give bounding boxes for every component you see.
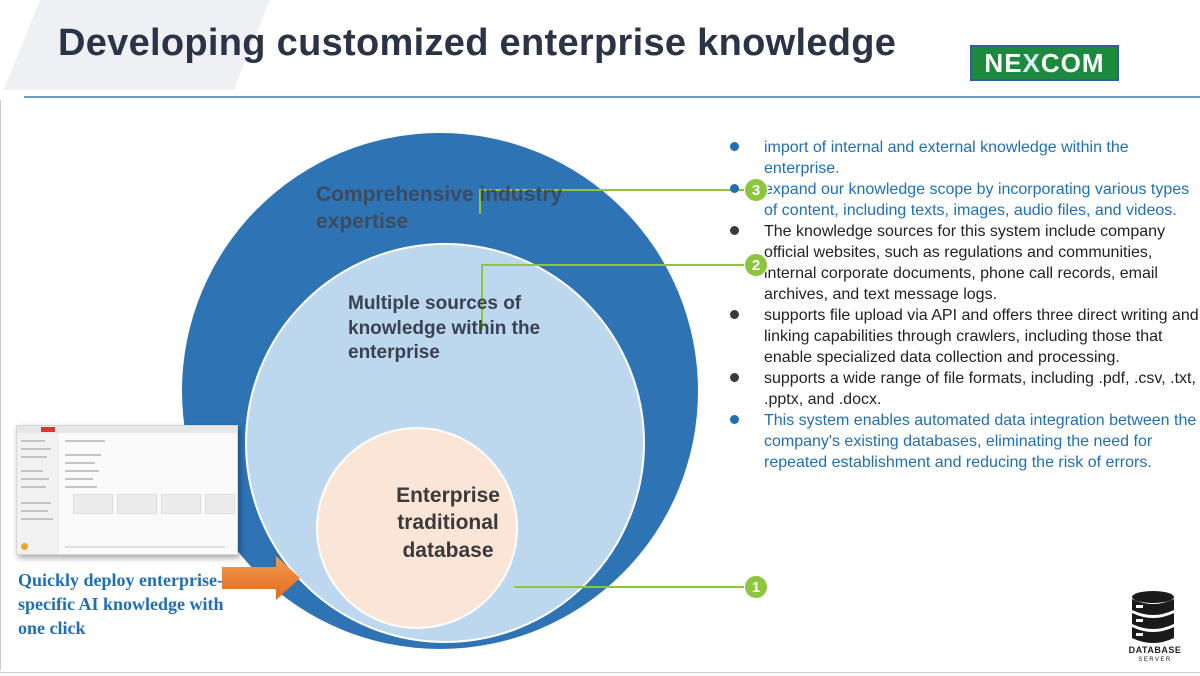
bullet-item: supports file upload via API and offers … [730, 305, 1200, 368]
orange-arrow-icon [222, 556, 300, 600]
app-screenshot-thumbnail [16, 425, 238, 555]
bullet-dot-icon [730, 310, 739, 319]
thumbnail-sidebar [17, 433, 59, 554]
database-server-icon [1132, 591, 1174, 643]
badge-1: 1 [744, 575, 768, 599]
bullet-item: supports a wide range of file formats, i… [730, 368, 1200, 410]
logo-text-x: X [1022, 47, 1041, 78]
bottom-frame-line [0, 672, 1200, 673]
slide-title: Developing customized enterprise knowled… [58, 22, 897, 64]
bullet-text: supports a wide range of file formats, i… [764, 370, 1196, 408]
left-frame-line [0, 100, 1, 670]
badge-2: 2 [744, 253, 768, 277]
bullet-text: import of internal and external knowledg… [764, 139, 1129, 177]
title-underline [24, 96, 1200, 98]
bullet-text: supports file upload via API and offers … [764, 307, 1199, 366]
bullet-item: expand our knowledge scope by incorporat… [730, 179, 1200, 221]
bullet-dot-icon [730, 415, 739, 424]
bullet-item: This system enables automated data integ… [730, 410, 1200, 473]
bullet-text: expand our knowledge scope by incorporat… [764, 181, 1190, 219]
inner-circle-label: Enterprise traditional database [396, 484, 500, 562]
bullet-item: The knowledge sources for this system in… [730, 221, 1200, 305]
bullet-dot-icon [730, 226, 739, 235]
deploy-caption: Quickly deploy enterprise-specific AI kn… [18, 570, 224, 638]
thumbnail-avatar [21, 543, 28, 550]
thumbnail-browser-bar [17, 426, 237, 433]
bullet-list: import of internal and external knowledg… [730, 137, 1200, 473]
database-server-caption: DATABASE SERVER [1120, 645, 1190, 665]
bullet-text: This system enables automated data integ… [764, 412, 1197, 471]
inner-circle [316, 427, 518, 629]
logo-text-part2: COM [1040, 47, 1105, 78]
connector-line-3 [479, 189, 745, 214]
connector-line-2 [481, 264, 745, 330]
bullet-item: import of internal and external knowledg… [730, 137, 1200, 179]
bullet-dot-icon [730, 373, 739, 382]
badge-3: 3 [744, 178, 768, 202]
db-caption-main: DATABASE [1128, 645, 1182, 655]
outer-circle-label: Comprehensive industry expertise [316, 183, 563, 234]
bullet-text: The knowledge sources for this system in… [764, 223, 1166, 303]
bullet-dot-icon [730, 184, 739, 193]
middle-circle-label: Multiple sources of knowledge within the… [348, 293, 541, 364]
bullet-dot-icon [730, 142, 739, 151]
db-caption-sub: SERVER [1138, 657, 1172, 663]
logo-text-part1: NE [984, 47, 1023, 78]
